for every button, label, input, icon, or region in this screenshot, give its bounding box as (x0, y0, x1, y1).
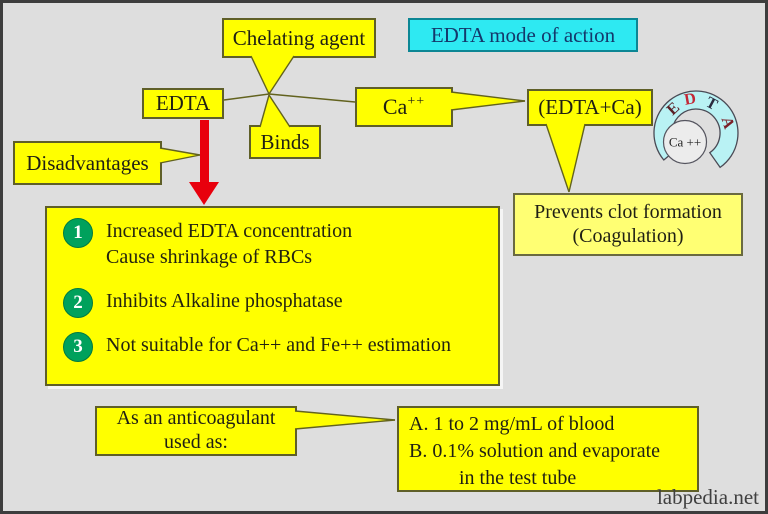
calcium-label: Ca++ (383, 94, 425, 120)
chelating-agent-label: Chelating agent (232, 25, 366, 50)
edta-ca-complex-box: (EDTA+Ca) (527, 89, 653, 126)
calcium-tail-edge (450, 100, 526, 111)
anticoagulant-text: As an anticoagulant used as: (116, 407, 276, 453)
disadvantages-list-box: 1 Increased EDTA concentration Cause shr… (45, 206, 500, 386)
edta-box: EDTA (142, 88, 224, 119)
list-item: 1 Increased EDTA concentration Cause shr… (63, 218, 352, 270)
calcium-symbol: Ca (382, 94, 408, 120)
binds-label: Binds (260, 129, 310, 154)
anticoagulant-box: As an anticoagulant used as: (95, 406, 297, 456)
disadvantages-callout-tail (160, 148, 200, 163)
calcium-tail-edge (450, 91, 526, 102)
disadvantages-tail-edge (159, 147, 201, 156)
disadvantages-box: Disadvantages (13, 141, 162, 185)
dosage-box: A. 1 to 2 mg/mL of blood B. 0.1% solutio… (397, 406, 699, 492)
diagram-title-box: EDTA mode of action (408, 18, 638, 52)
list-item-text: Increased EDTA concentration Cause shrin… (106, 220, 353, 268)
chelating-callout-tail (251, 56, 294, 94)
disadvantages-tail-edge (159, 154, 201, 164)
list-item: 2 Inhibits Alkaline phosphatase (63, 288, 343, 318)
calcium-charge: ++ (407, 94, 426, 110)
binds-tail-edge (259, 94, 270, 128)
edta-to-ca-connector-line (223, 93, 356, 103)
list-item-text: Not suitable for Ca++ and Fe++ estimatio… (106, 334, 452, 356)
anticoagulant-tail-edge (294, 419, 396, 430)
calcium-ion-circle (662, 119, 708, 165)
list-item-number-badge: 2 (63, 288, 93, 318)
edta-ca-callout-tail (546, 124, 585, 192)
edta-ca-tail-edge (545, 123, 570, 193)
anticoagulant-callout-tail (295, 411, 395, 429)
calcium-box: Ca++ (355, 87, 453, 127)
prevents-clot-box: Prevents clot formation (Coagulation) (513, 193, 743, 256)
anticoagulant-tail-edge (294, 410, 396, 421)
binds-callout-tail (260, 95, 290, 127)
list-item-text: Inhibits Alkaline phosphatase (106, 290, 343, 312)
edta-ca-tail-edge (568, 123, 586, 193)
diagram-title: EDTA mode of action (430, 22, 616, 47)
binds-box: Binds (249, 125, 321, 159)
list-item: 3 Not suitable for Ca++ and Fe++ estimat… (63, 332, 451, 362)
chelating-agent-box: Chelating agent (222, 18, 376, 58)
site-watermark: labpedia.net (656, 485, 759, 509)
prevents-clot-text: Prevents clot formation (Coagulation) (534, 200, 722, 247)
list-item-number-badge: 3 (63, 332, 93, 362)
calcium-callout-tail (451, 92, 525, 110)
list-item-number-badge: 1 (63, 218, 93, 248)
chelating-tail-edge (250, 55, 270, 95)
calcium-ion-label: Ca ++ (669, 135, 701, 150)
chelating-tail-edge (268, 55, 295, 95)
edta-label: EDTA (155, 91, 211, 116)
logo-letter-a: A (718, 115, 738, 132)
edta-ca-complex-label: (EDTA+Ca) (538, 95, 642, 120)
binds-tail-edge (268, 94, 291, 128)
logo-letter-d: D (683, 90, 697, 109)
disadvantages-label: Disadvantages (26, 150, 149, 175)
red-down-arrow (189, 120, 219, 205)
dosage-text: A. 1 to 2 mg/mL of blood B. 0.1% solutio… (409, 413, 661, 489)
edta-chelation-logo: Ca ++ E D T A (653, 90, 739, 169)
